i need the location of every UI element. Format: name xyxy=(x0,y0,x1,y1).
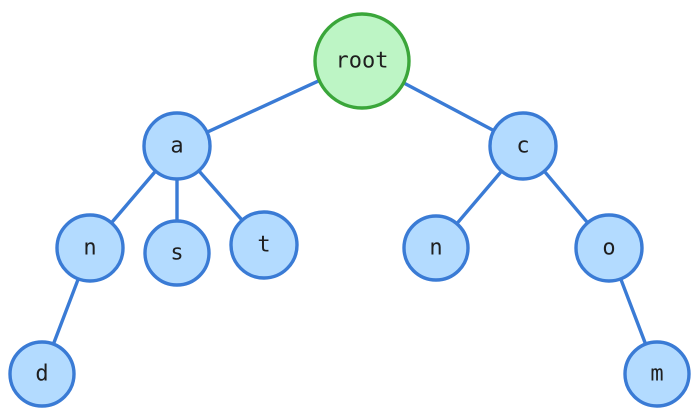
tree-edges xyxy=(51,78,648,346)
node-circle-root xyxy=(313,12,411,110)
node-circle-c xyxy=(488,111,558,181)
node-label-a_t: t xyxy=(257,233,270,258)
node-circle-a_n_d xyxy=(8,340,76,408)
tree-node-a: a xyxy=(142,111,212,181)
tree-node-a_t: t xyxy=(229,210,299,280)
edge-a_n-a_n_d xyxy=(51,277,81,346)
node-label-a_s: s xyxy=(170,241,183,266)
tree-node-c_o_m: m xyxy=(623,340,691,408)
node-label-c_o: o xyxy=(602,236,615,261)
edge-c-c_n xyxy=(455,169,504,226)
node-circle-c_n xyxy=(402,214,470,282)
tree-node-root: root xyxy=(313,12,411,110)
edge-a-a_t xyxy=(197,169,244,222)
edge-root-a xyxy=(205,78,321,134)
node-label-root: root xyxy=(336,49,389,74)
edge-a-a_n xyxy=(109,169,158,225)
node-circle-c_o_m xyxy=(623,340,691,408)
node-circle-a_s xyxy=(143,219,211,287)
edge-c_o-c_o_m xyxy=(619,277,648,346)
edge-root-c xyxy=(401,81,496,133)
node-label-a: a xyxy=(170,134,183,159)
node-circle-a_t xyxy=(229,210,299,280)
tree-node-a_n_d: d xyxy=(8,340,76,408)
node-label-a_n_d: d xyxy=(35,362,48,387)
tree-node-c: c xyxy=(488,111,558,181)
edge-c-c_o xyxy=(542,169,590,225)
node-label-c_n: n xyxy=(429,236,442,261)
node-label-c_o_m: m xyxy=(650,362,663,387)
node-label-c: c xyxy=(516,134,529,159)
node-circle-a_n xyxy=(55,213,125,283)
node-circle-a xyxy=(142,111,212,181)
node-circle-c_o xyxy=(574,213,644,283)
tree-node-c_n: n xyxy=(402,214,470,282)
tree-nodes: root a c n s t n o d m xyxy=(8,12,691,408)
tree-node-c_o: o xyxy=(574,213,644,283)
tree-node-a_n: n xyxy=(55,213,125,283)
node-label-a_n: n xyxy=(83,236,96,261)
tree-node-a_s: s xyxy=(143,219,211,287)
